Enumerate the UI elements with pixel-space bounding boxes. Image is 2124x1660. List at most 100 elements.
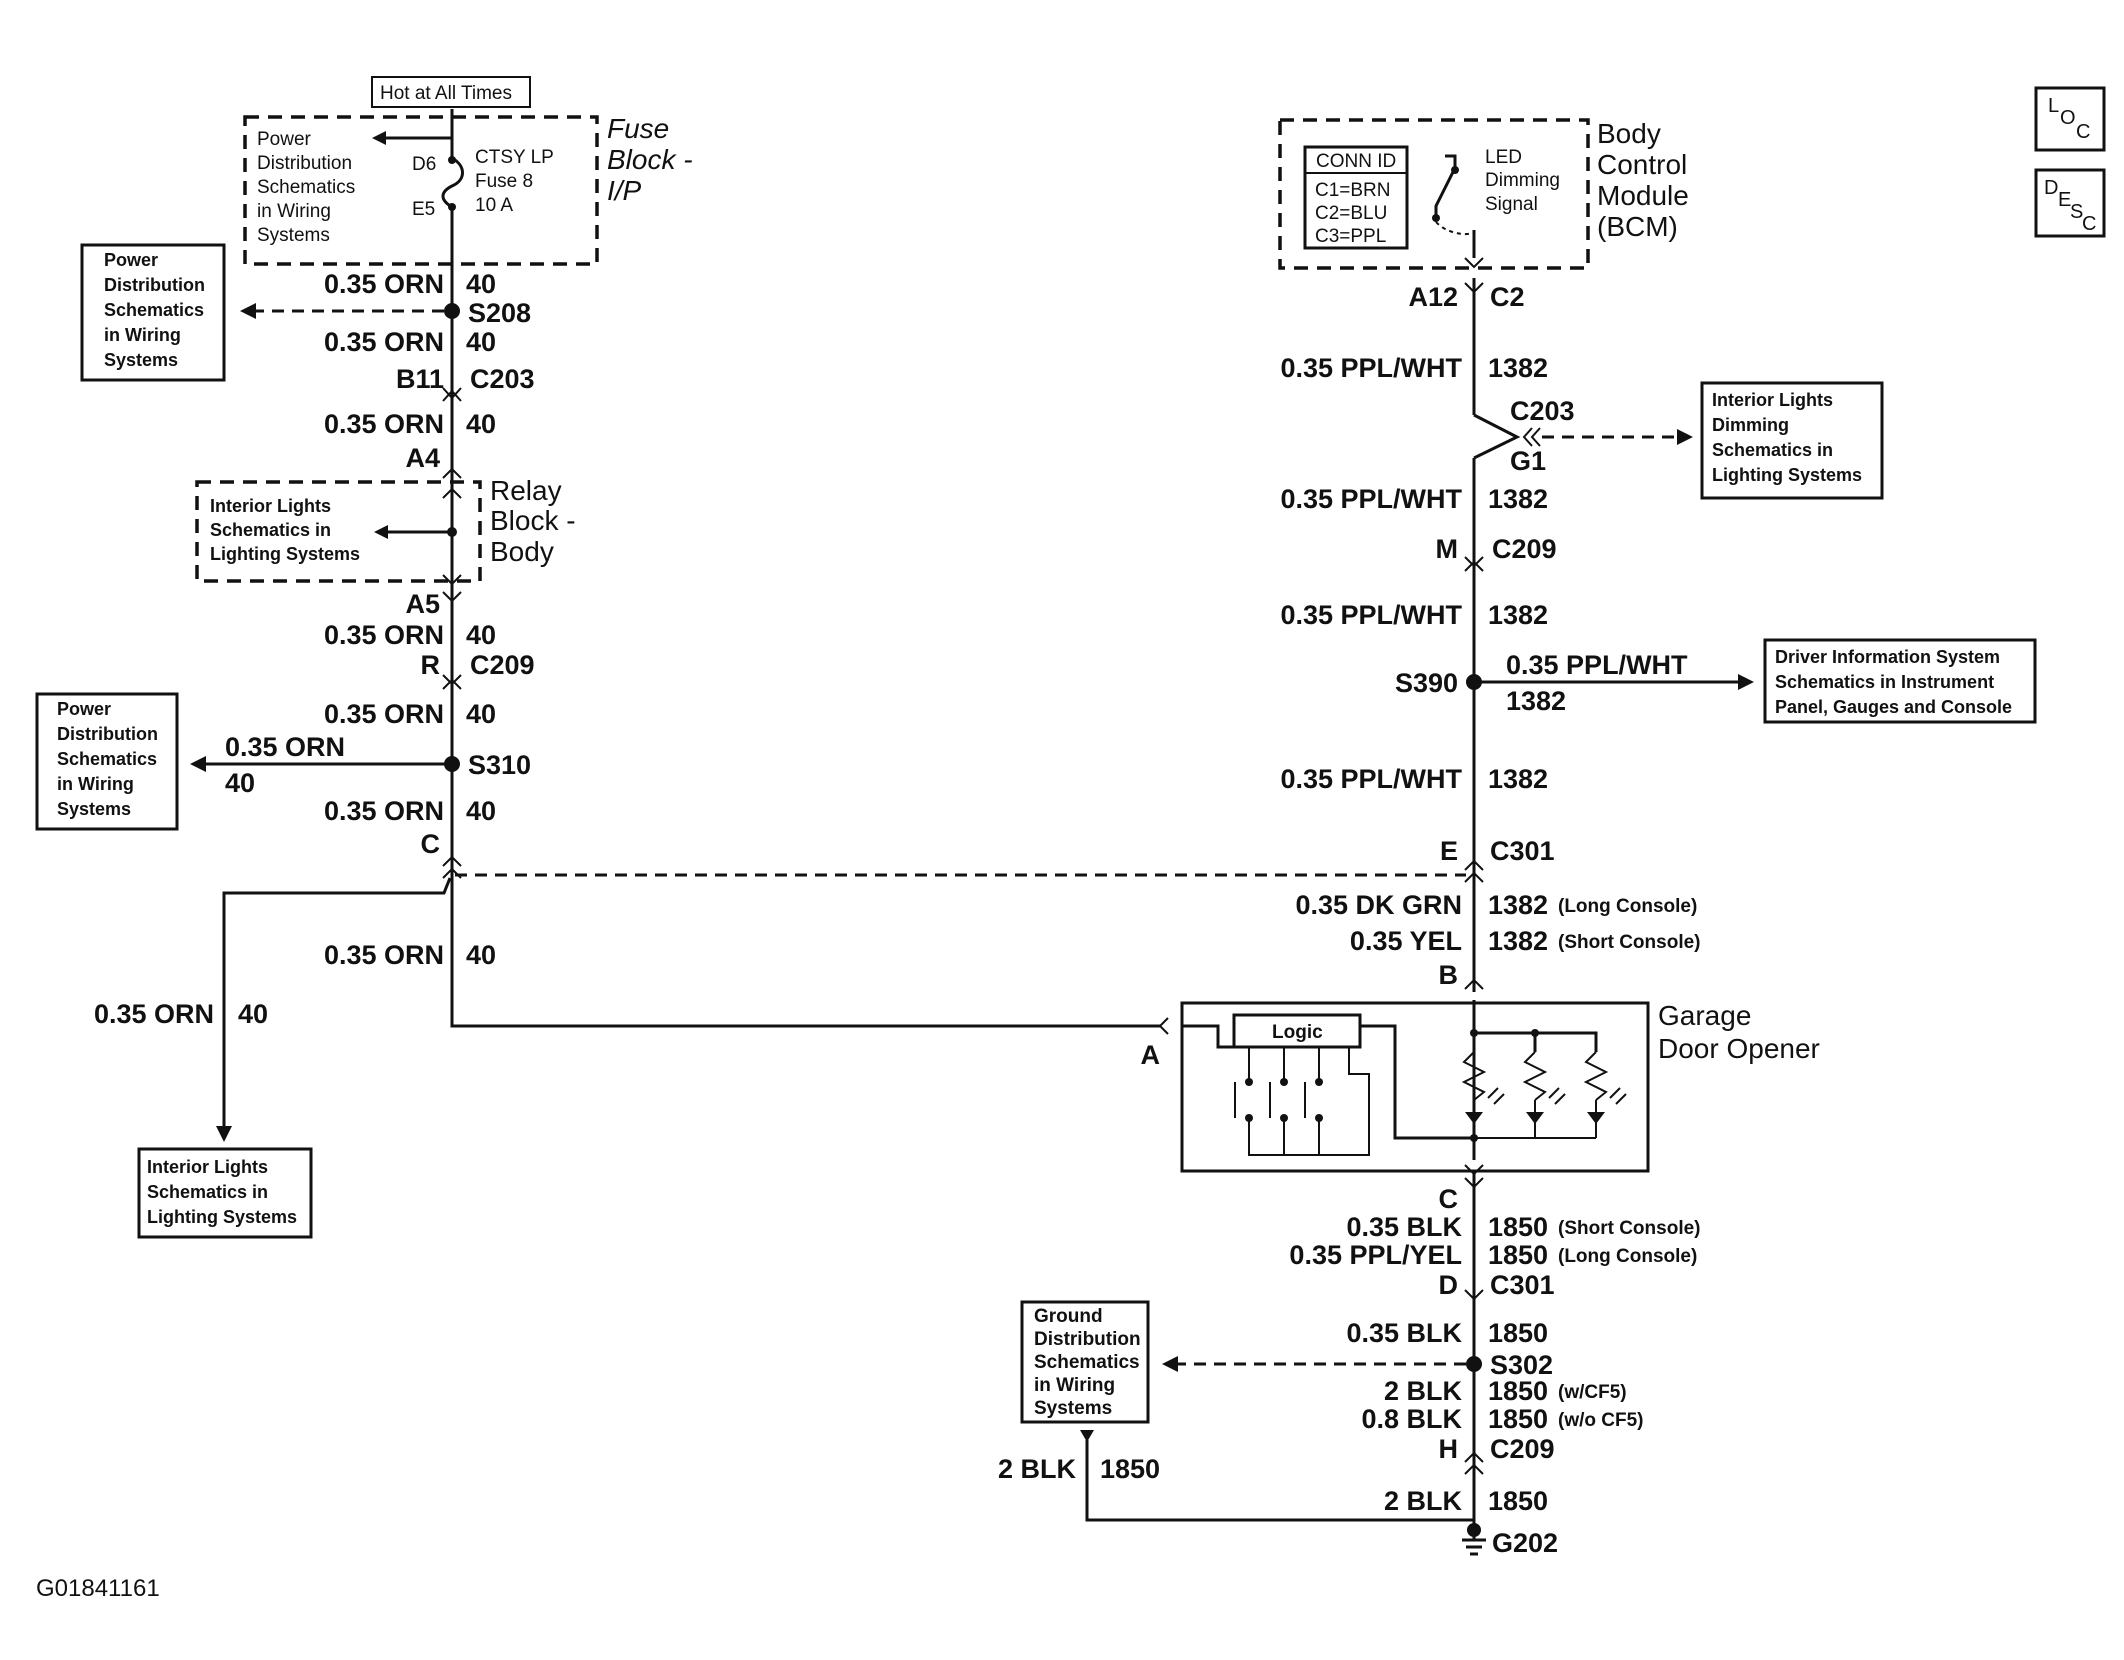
ground-symbol: [1462, 1538, 1486, 1556]
c-left-label: C: [421, 829, 441, 859]
g202-label: G202: [1492, 1528, 1558, 1558]
dim-box-1: Interior Lights: [1712, 390, 1833, 410]
connector-c209-right: [1464, 556, 1484, 572]
switch-link: [1435, 221, 1475, 236]
w-cf5-note: (w/CF5): [1558, 1382, 1627, 1403]
pd-ref-box-2: [35, 692, 179, 831]
left-circuit-5: 40: [466, 699, 496, 729]
relay-title-3: Body: [490, 536, 554, 567]
arrow-left: [374, 525, 388, 539]
arrow-down: [216, 1126, 232, 1142]
relay-bus-marks: [442, 487, 462, 586]
b-label: B: [1439, 960, 1459, 990]
gd-box-4: in Wiring: [1034, 1375, 1115, 1396]
ground-2-terminal: [1080, 1430, 1094, 1442]
left-wire-7: 0.35 ORN: [324, 940, 444, 970]
dis-box-3: Panel, Gauges and Console: [1775, 697, 2012, 717]
left-wire-5: 0.35 ORN: [324, 699, 444, 729]
c301-label: C301: [1490, 836, 1555, 866]
connector-c2: [1464, 282, 1484, 294]
dis-ref-box: [1763, 638, 2037, 724]
bcm-box: [1278, 118, 1590, 270]
right-circuit-11: 1850: [1488, 1404, 1548, 1434]
g1-label: G1: [1510, 446, 1546, 476]
pd-box1-1: Power: [104, 250, 158, 270]
s208-label: S208: [468, 298, 531, 328]
left-wire-8: 0.35 ORN: [94, 999, 214, 1029]
right-wire-11: 0.8 BLK: [1361, 1404, 1462, 1434]
r-label: R: [421, 650, 441, 680]
left-circuit-1: 40: [466, 269, 496, 299]
d-label: D: [1439, 1270, 1459, 1300]
pd-box2-1: Power: [57, 699, 111, 719]
pd-box2-5: Systems: [57, 799, 131, 819]
m-label: M: [1436, 534, 1459, 564]
connector-a4: [442, 467, 462, 479]
gd-box-1: Ground: [1034, 1306, 1103, 1327]
fuse-block-box: [243, 115, 599, 266]
long-console-note-1: (Long Console): [1558, 896, 1697, 917]
b11-label: B11: [396, 364, 444, 394]
right-circuit-4: 1382: [1488, 764, 1548, 794]
left-wire-4: 0.35 ORN: [324, 620, 444, 650]
arrow-left: [1162, 1356, 1178, 1372]
led-label-3: Signal: [1485, 194, 1538, 215]
arrow-right: [1738, 674, 1754, 690]
s310-label: S310: [468, 750, 531, 780]
left-circuit-6: 40: [466, 796, 496, 826]
right-circuit-12: 1850: [1488, 1486, 1548, 1516]
switch-contact-top: [1451, 166, 1459, 174]
a4-label: A4: [405, 443, 440, 473]
btn3-bot: [1315, 1114, 1323, 1122]
right-wire-2: 0.35 PPL/WHT: [1280, 484, 1462, 514]
c203-right-label: C203: [1510, 396, 1575, 426]
short-console-note-1: (Short Console): [1558, 932, 1701, 953]
long-console-note-2: (Long Console): [1558, 1246, 1697, 1267]
btn1-bot: [1245, 1114, 1253, 1122]
gdo-title-2: Door Opener: [1658, 1033, 1820, 1064]
c-right-label: C: [1439, 1184, 1459, 1214]
c301b-label: C301: [1490, 1270, 1555, 1300]
fuse-ref-5: Systems: [257, 225, 330, 246]
led-2: [1526, 1112, 1544, 1124]
dimming-ref-box: [1700, 381, 1884, 500]
fuse-ref-1: Power: [257, 129, 312, 150]
fuse-pin-d6: [448, 156, 456, 164]
led-resistors: [1461, 1051, 1609, 1101]
fuse-label-1: CTSY LP: [475, 147, 554, 168]
connector-a: [1158, 1017, 1169, 1035]
c209b-label: C209: [1490, 1434, 1555, 1464]
loc-icon[interactable]: [2034, 86, 2106, 152]
fuse-block-title-3: I/P: [607, 175, 642, 206]
arrow-left: [240, 303, 256, 319]
logic-to-ground: [1360, 1024, 1474, 1140]
left-wire-2: 0.35 ORN: [324, 327, 444, 357]
connector-c301: [1464, 859, 1484, 883]
fuse-block-title-2: Block -: [607, 144, 693, 175]
gd-box-2: Distribution: [1034, 1329, 1141, 1350]
right-circuit-3: 1382: [1488, 600, 1548, 630]
pd-box1-2: Distribution: [104, 275, 205, 295]
right-circuit-1: 1382: [1488, 353, 1548, 383]
connector-c209-left: [442, 674, 462, 690]
c209-left-label: C209: [470, 650, 535, 680]
bcm-title-4: (BCM): [1597, 211, 1678, 242]
gd-box-3: Schematics: [1034, 1352, 1140, 1373]
right-circuit-8: 1850: [1488, 1240, 1548, 1270]
desc-icon-s: S: [2070, 201, 2083, 223]
dim-box-4: Lighting Systems: [1712, 465, 1862, 485]
s390-label: S390: [1395, 668, 1458, 698]
a-label: A: [1141, 1040, 1161, 1070]
relay-node: [447, 527, 457, 537]
fuse-ref-4: in Wiring: [257, 201, 331, 222]
desc-icon[interactable]: [2034, 168, 2106, 238]
ground-circuit-label: 1850: [1100, 1454, 1160, 1484]
pd-ref-box-1: [80, 243, 226, 382]
c203-left-label: C203: [470, 364, 535, 394]
il-branch: [222, 877, 452, 1126]
connector-c301b: [1464, 1289, 1484, 1301]
gd-box-5: Systems: [1034, 1398, 1112, 1419]
arrow-right: [1677, 429, 1693, 445]
fuse-block-title-1: Fuse: [607, 113, 669, 144]
il-box-3: Lighting Systems: [147, 1207, 297, 1227]
